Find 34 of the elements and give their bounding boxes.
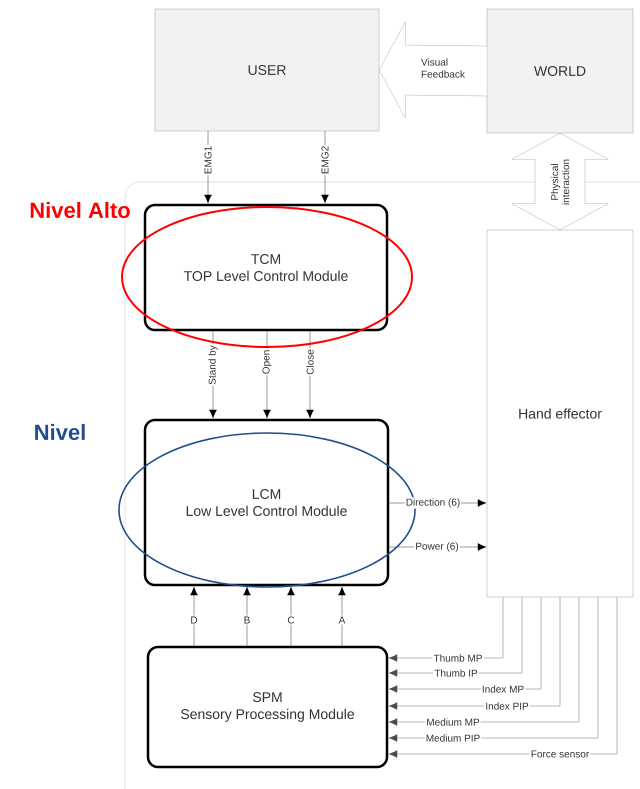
edge-label: Open <box>261 348 273 376</box>
edge-label: Force sensor <box>530 750 590 758</box>
effector-box: Hand effector <box>486 230 634 598</box>
edge-label: Thumb MP <box>432 653 484 663</box>
edge-label: EMG2 <box>320 144 330 176</box>
edge-label: Visual Feedback <box>421 58 465 78</box>
edge-label: Thumb IP <box>433 668 479 678</box>
arrow <box>190 586 198 646</box>
edge-label: A <box>338 616 346 624</box>
arrow <box>287 586 295 646</box>
edge-label: EMG1 <box>203 144 213 176</box>
entity-box: WORLD <box>486 8 634 134</box>
edge-label: Index MP <box>480 684 526 694</box>
edge-label: Close <box>305 348 315 376</box>
edge-label: C <box>286 615 296 625</box>
edge-label: Power (6) <box>414 541 460 553</box>
edge-label: Medium PIP <box>424 733 482 743</box>
edge-label: B <box>242 616 252 624</box>
edge-label: Stand by <box>207 344 219 386</box>
module-box: SPM Sensory Processing Module <box>146 646 388 768</box>
module-box: TCM TOP Level Control Module <box>144 204 388 332</box>
module-box: LCM Low Level Control Module <box>144 418 390 586</box>
level-label: Nivel <box>35 424 85 440</box>
edge-label: D <box>189 616 199 624</box>
edge-label: Medium MP <box>425 717 481 727</box>
edge-label: Physical interaction <box>550 160 570 204</box>
edge-label: Index PIP <box>484 701 530 711</box>
block-arrow <box>379 22 487 118</box>
block-arrow <box>512 133 608 230</box>
entity-box: USER <box>154 8 380 132</box>
edge-label: Direction (6) <box>404 497 462 509</box>
arrow <box>243 586 251 646</box>
level-label: Nivel Alto <box>30 202 130 218</box>
arrow <box>338 586 346 646</box>
